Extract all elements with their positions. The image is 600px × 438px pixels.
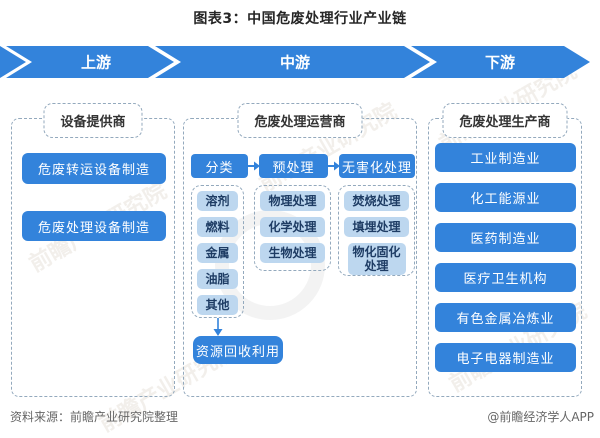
harmless-item-incineration: 焚烧处理 xyxy=(344,191,409,211)
downstream-column: 危废处理生产商 工业制造业 化工能源业 医药制造业 医疗卫生机构 有色金属冶炼业… xyxy=(428,103,582,397)
classification-item-solvent: 溶剂 xyxy=(197,191,238,211)
downstream-item-medical-health: 医疗卫生机构 xyxy=(435,263,576,292)
upstream-column: 设备提供商 危废转运设备制造 危废处理设备制造 xyxy=(11,103,175,397)
banner-left-chevron-icon xyxy=(0,46,26,78)
source-note: 资料来源：前瞻产业研究院整理 xyxy=(10,410,179,424)
upstream-item-treatment-equipment: 危废处理设备制造 xyxy=(22,211,166,241)
upstream-header-chip: 设备提供商 xyxy=(43,103,143,138)
pretreatment-item-physical: 物理处理 xyxy=(260,191,325,211)
classification-group: 溶剂 燃料 金属 油脂 其他 xyxy=(191,185,244,318)
banner-arrow: 上游 中游 下游 xyxy=(0,46,600,78)
step-pretreatment: 预处理 xyxy=(259,154,328,178)
downstream-header-chip: 危废处理生产商 xyxy=(442,103,568,138)
step-harmless-treatment: 无害化处理 xyxy=(339,154,415,178)
banner-label-upstream: 上游 xyxy=(81,54,111,72)
harmless-item-landfill: 填埋处理 xyxy=(344,217,409,237)
recycle-node: 资源回收利用 xyxy=(193,336,283,364)
banner-segment-midstream xyxy=(155,46,430,78)
banner-segment-upstream xyxy=(6,46,174,78)
arrow-right-icon xyxy=(328,161,340,171)
downstream-item-chemical-energy: 化工能源业 xyxy=(435,183,576,212)
classification-item-metal: 金属 xyxy=(197,243,238,263)
pretreatment-item-chemical: 化学处理 xyxy=(260,217,325,237)
harmless-item-solidification: 物化固化处理 xyxy=(347,243,406,275)
banner-label-downstream: 下游 xyxy=(485,54,515,72)
midstream-column: 危废处理运营商 分类 预处理 无害化处理 溶剂 燃料 金属 油脂 其他 物理处理… xyxy=(183,103,417,397)
downstream-item-nonferrous-smelting: 有色金属冶炼业 xyxy=(435,303,576,332)
harmless-group: 焚烧处理 填埋处理 物化固化处理 xyxy=(338,185,415,276)
arrow-right-icon xyxy=(248,161,260,171)
pretreatment-item-biological: 生物处理 xyxy=(260,243,325,263)
page-title: 图表3：中国危废处理行业产业链 xyxy=(193,11,407,27)
app-credit: @前瞻经济学人APP xyxy=(487,410,594,424)
arrow-down-icon xyxy=(213,318,223,336)
banner-label-midstream: 中游 xyxy=(280,54,310,72)
classification-item-other: 其他 xyxy=(197,295,238,315)
midstream-header-chip: 危废处理运营商 xyxy=(237,103,363,138)
downstream-item-electronics: 电子电器制造业 xyxy=(435,343,576,372)
downstream-item-industrial: 工业制造业 xyxy=(435,143,576,172)
upstream-item-transfer-equipment: 危废转运设备制造 xyxy=(22,153,166,184)
banner-segment-downstream xyxy=(411,46,590,78)
pretreatment-group: 物理处理 化学处理 生物处理 xyxy=(254,185,331,271)
step-classification: 分类 xyxy=(191,154,248,178)
classification-item-fuel: 燃料 xyxy=(197,217,238,237)
downstream-item-pharma: 医药制造业 xyxy=(435,223,576,252)
classification-item-oil: 油脂 xyxy=(197,269,238,289)
